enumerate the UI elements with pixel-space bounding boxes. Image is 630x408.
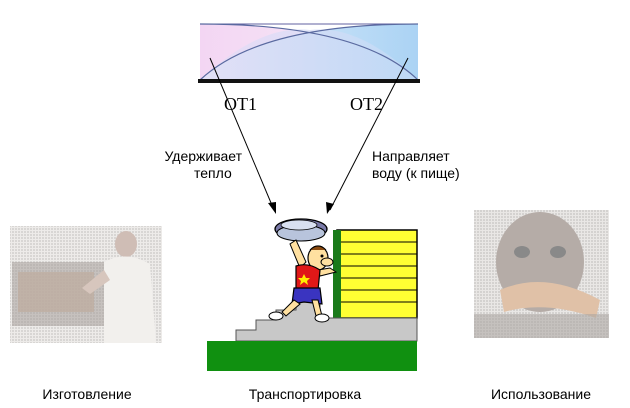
- caption-usage: Использование: [490, 386, 592, 402]
- waiter-carrying-dish-icon: [207, 218, 418, 371]
- left-note-line1: Удерживает: [164, 148, 242, 164]
- person-eating-photo: [474, 210, 609, 338]
- cook-grill-photo: [10, 226, 162, 343]
- caption-transportation: Транспортировка: [248, 386, 362, 402]
- right-note: Направляет воду (к пище): [372, 148, 460, 182]
- arrow-right-head: [326, 202, 334, 214]
- arc-left: [199, 23, 419, 81]
- right-note-line1: Направляет: [372, 148, 450, 164]
- caption-manufacturing: Изготовление: [42, 386, 132, 402]
- base-line: [198, 79, 420, 83]
- ot1-label: OT1: [224, 94, 257, 114]
- overlap-region: [200, 29, 418, 80]
- left-note-line2: тепло: [194, 165, 232, 181]
- left-note: Удерживает тепло: [150, 148, 242, 182]
- arc-right: [199, 23, 419, 81]
- ot2-label: OT2: [350, 94, 383, 114]
- arrow-left-head: [268, 202, 276, 214]
- right-note-line2: воду (к пище): [372, 165, 460, 181]
